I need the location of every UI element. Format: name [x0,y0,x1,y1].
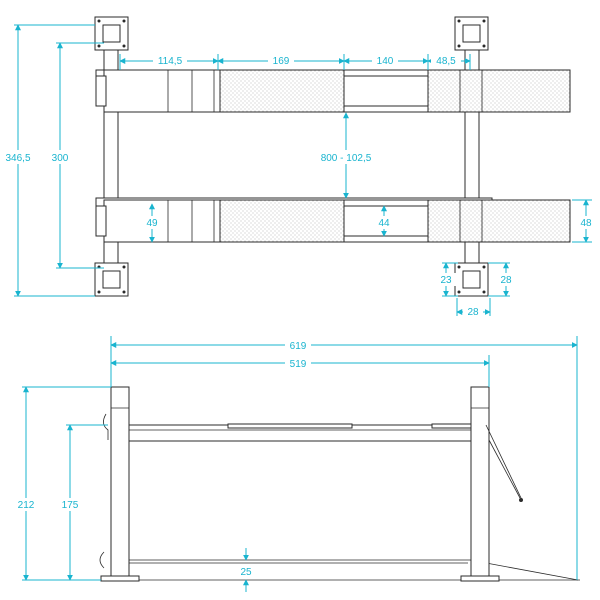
side-post-left [110,386,130,579]
dim-runway-width-right-label: 48 [580,218,592,229]
dim-seg-2-label: 169 [273,56,290,67]
dim-min-height: 25 [236,548,256,592]
top-view: 346,5 300 114,5 169 140 48,5 [2,16,596,318]
runway-top [95,69,571,113]
dim-post-spacing: 300 [46,42,104,269]
dim-runway-width-left-label: 49 [146,218,158,229]
side-view: 619 519 212 175 25 [12,336,580,592]
dim-runway-gap-label: 800 - 102,5 [321,153,372,164]
dim-seg-4-label: 48,5 [436,56,456,67]
dim-post-spacing-label: 300 [52,153,69,164]
dim-seg-3-label: 140 [377,56,394,67]
dim-foot-width-side-label: 28 [500,275,512,286]
dim-segments: 114,5 169 140 48,5 [119,54,471,70]
runway-bottom [95,199,571,243]
dim-foot-width-bottom-label: 28 [467,307,479,318]
dim-foot-height-label: 23 [440,275,452,286]
side-hook-left [103,413,109,440]
side-post-right [470,386,490,579]
dim-runway-width-left: 49 [142,203,162,243]
dim-total-height-label: 212 [18,500,35,511]
dim-overall-length-label: 346,5 [5,153,30,164]
dim-overall-length: 346,5 [2,24,95,297]
dim-seg-1-label: 114,5 [158,56,183,67]
dim-overall-width: 619 [110,336,578,580]
dim-runway-width-mid: 44 [374,205,394,237]
side-strut-right [485,424,523,501]
foot-plate-bottom-right [454,262,489,297]
ramp [128,559,579,581]
side-foot-left [100,575,140,582]
dim-lift-height-label: 175 [62,500,79,511]
dim-inner-width-label: 519 [290,359,307,370]
dim-total-height: 212 [12,386,111,581]
dim-runway-width-mid-label: 44 [378,218,390,229]
dim-foot-plate: 23 28 28 [436,262,516,318]
dim-inner-width: 519 [110,355,490,387]
side-foot-right [460,575,500,582]
foot-plate-top-right [454,16,489,51]
foot-plate-top-left [94,16,129,51]
dim-runway-gap: 800 - 102,5 [316,112,376,199]
dim-overall-width-label: 619 [290,341,307,352]
dim-runway-width-right: 48 [572,199,596,243]
dim-min-height-label: 25 [240,567,252,578]
dim-lift-height: 175 [56,424,108,581]
